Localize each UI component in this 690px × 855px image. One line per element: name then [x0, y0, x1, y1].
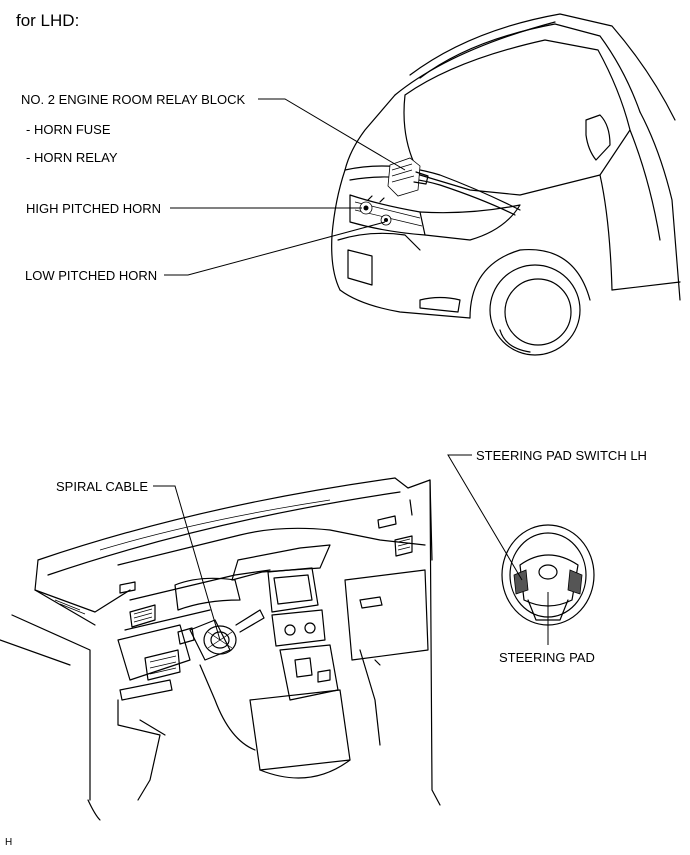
dashboard-illustration	[0, 477, 441, 821]
steering-pad-label: STEERING PAD	[499, 650, 595, 665]
low-pitched-horn-label: LOW PITCHED HORN	[25, 268, 158, 283]
spiral-cable-label: SPIRAL CABLE	[56, 479, 149, 494]
diagram-heading: for LHD:	[16, 11, 80, 30]
horn-relay-label: - HORN RELAY	[26, 150, 118, 165]
relay-block-label: NO. 2 ENGINE ROOM RELAY BLOCK	[21, 92, 246, 107]
steering-pad-switch-label: STEERING PAD SWITCH LH	[476, 448, 647, 463]
horn-fuse-label: - HORN FUSE	[26, 122, 111, 137]
footer-code: H	[5, 837, 13, 848]
high-pitched-horn-label: HIGH PITCHED HORN	[26, 201, 162, 216]
leader-lines-top	[164, 98, 406, 276]
leader-lines-bottom	[153, 454, 549, 645]
vehicle-illustration	[331, 13, 681, 356]
